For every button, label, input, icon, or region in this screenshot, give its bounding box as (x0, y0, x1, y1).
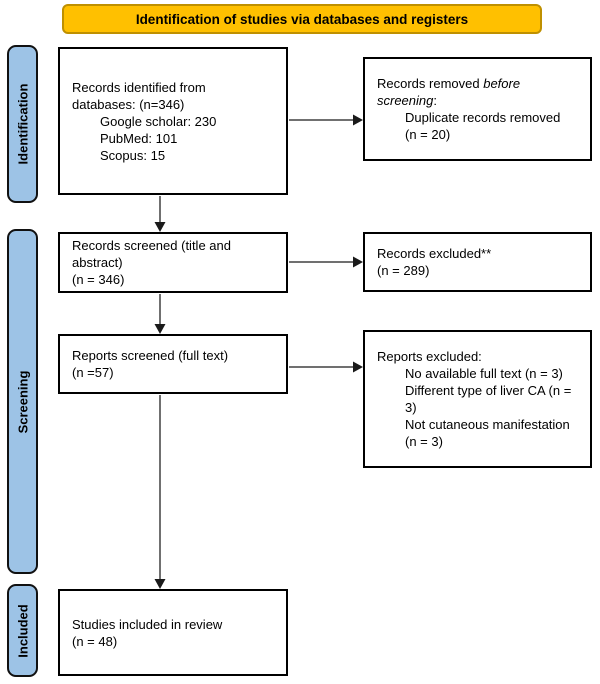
removed-reason-item: Duplicate records removed (405, 110, 561, 125)
stage-label-included: Included (7, 584, 38, 677)
box-text-line: (n = 346) (72, 272, 125, 287)
box-text-line: Records screened (title and (72, 238, 231, 253)
box-text-line: databases: (n=346) (72, 96, 185, 112)
arrow-fulltext-to-included (154, 395, 166, 589)
arrow-identified-to-removed (289, 114, 363, 126)
database-count-item: Google scholar: 230 (100, 113, 217, 129)
box-records-identified: Records identified from databases: (n=34… (58, 47, 288, 195)
box-text-line: Records identified from (72, 79, 206, 95)
box-reports-excluded: Reports excluded: No available full text… (363, 330, 592, 468)
box-text-line: Records excluded** (377, 246, 492, 261)
arrow-screened-to-excluded (289, 256, 363, 268)
removed-reason-item: (n = 20) (405, 127, 451, 142)
stage-label-included-text: Included (15, 603, 30, 658)
box-reports-screened: Reports screened (full text) (n =57) (58, 334, 288, 394)
arrow-screened-to-fulltext (154, 294, 166, 334)
box-text-line: (n = 289) (377, 263, 430, 278)
excluded-reason-item: Not cutaneous manifestation (405, 417, 570, 432)
stage-label-identification-text: Identification (15, 83, 30, 165)
database-count-item: PubMed: 101 (100, 130, 178, 146)
excluded-reason-item: (n = 3) (405, 434, 443, 449)
box-text-line: abstract) (72, 255, 123, 270)
box-text-line: Reports excluded: (377, 349, 482, 364)
stage-label-screening-text: Screening (15, 370, 30, 433)
arrow-fulltext-to-reports-excluded (289, 361, 363, 373)
box-records-screened: Records screened (title and abstract) (n… (58, 232, 288, 293)
stage-label-identification: Identification (7, 45, 38, 203)
excluded-reason-item: 3) (405, 400, 417, 415)
database-count-item: Scopus: 15 (100, 147, 166, 163)
box-text-line: Studies included in review (72, 616, 223, 632)
box-text-line: screening: (377, 93, 437, 108)
box-text-line: (n =57) (72, 365, 114, 380)
excluded-reason-item: No available full text (n = 3) (405, 366, 563, 381)
box-records-excluded: Records excluded** (n = 289) (363, 232, 592, 292)
box-text-line: Records removed before (377, 76, 521, 91)
arrow-identified-to-screened (154, 196, 166, 232)
stage-label-screening: Screening (7, 229, 38, 574)
box-text-line: (n = 48) (72, 633, 118, 649)
excluded-reason-item: Different type of liver CA (n = (405, 383, 572, 398)
banner-title: Identification of studies via databases … (62, 4, 542, 34)
box-records-removed: Records removed before screening: Duplic… (363, 57, 592, 161)
box-studies-included: Studies included in review (n = 48) (58, 589, 288, 676)
box-text-line: Reports screened (full text) (72, 348, 229, 363)
